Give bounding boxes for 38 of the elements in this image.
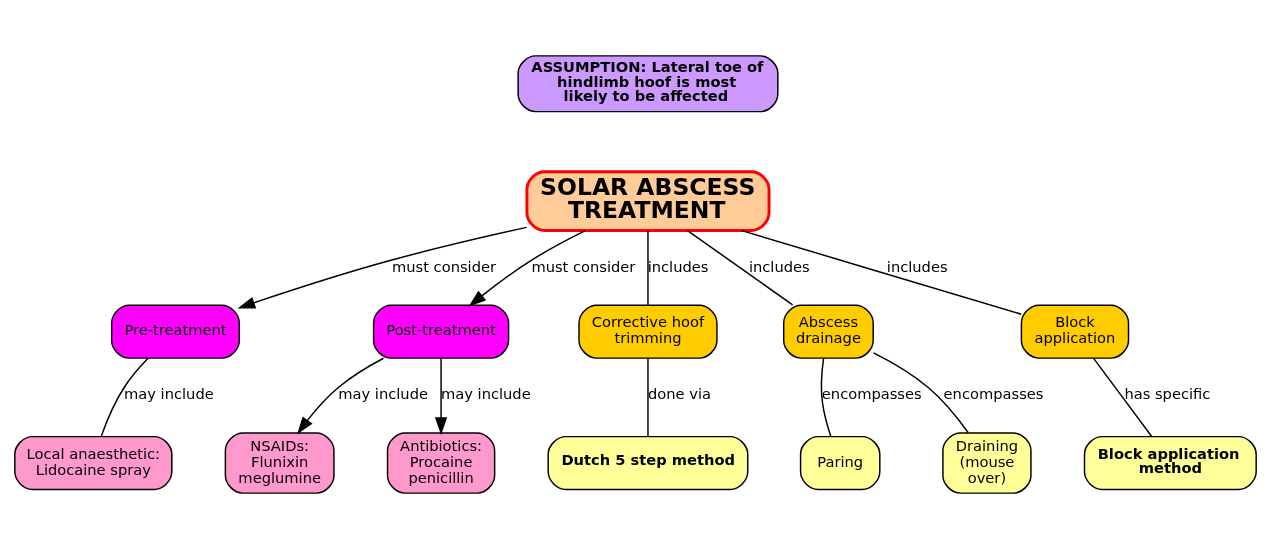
edge-label: includes [748,257,810,275]
node-box: Block application [1020,304,1130,359]
edge-label: must consider [392,257,497,275]
connector [740,229,1022,315]
node-box: NSAIDs: Flunixin meglumine [224,431,335,494]
connector [820,357,832,437]
edge-label: may include [124,384,214,402]
node-box: Draining (mouse over) [942,431,1032,494]
node-box: Corrective hoof trimming [578,304,718,359]
node-box: ASSUMPTION: Lateral toe of hindlimb hoof is most likely to be affected [517,54,779,112]
arrow [468,229,587,307]
node-box: Paring [799,435,881,490]
connector [1093,357,1153,437]
node-box: Post-treatment [372,304,510,359]
arrow [434,357,448,435]
node-box: SOLAR ABSCESS TREATMENT [525,169,771,232]
connector [872,351,969,433]
connector [647,357,649,437]
arrow [237,226,528,309]
connector [100,357,149,437]
edge-label: encompasses [943,384,1044,402]
node-box: Pre-treatment [110,304,241,359]
node-box: Dutch 5 step method [547,435,749,490]
node-box: Local anaesthetic: Lidocaine spray [14,435,173,490]
node-box: Abscess drainage [782,304,874,359]
arrow [297,357,385,434]
node-box: Antibiotics: Procaine penicillin [386,431,496,494]
connector [686,229,794,306]
edge-label: may include [338,384,428,402]
node-box: Block application method [1083,435,1257,490]
edge-label: includes [647,257,709,275]
edge-label: encompasses [821,384,922,402]
edge-label: includes [886,257,948,275]
edge-label: must consider [531,257,636,275]
edge-label: has specific [1124,384,1211,402]
connector [647,229,649,306]
edge-label: may include [440,384,531,402]
edge-label: done via [648,384,711,402]
